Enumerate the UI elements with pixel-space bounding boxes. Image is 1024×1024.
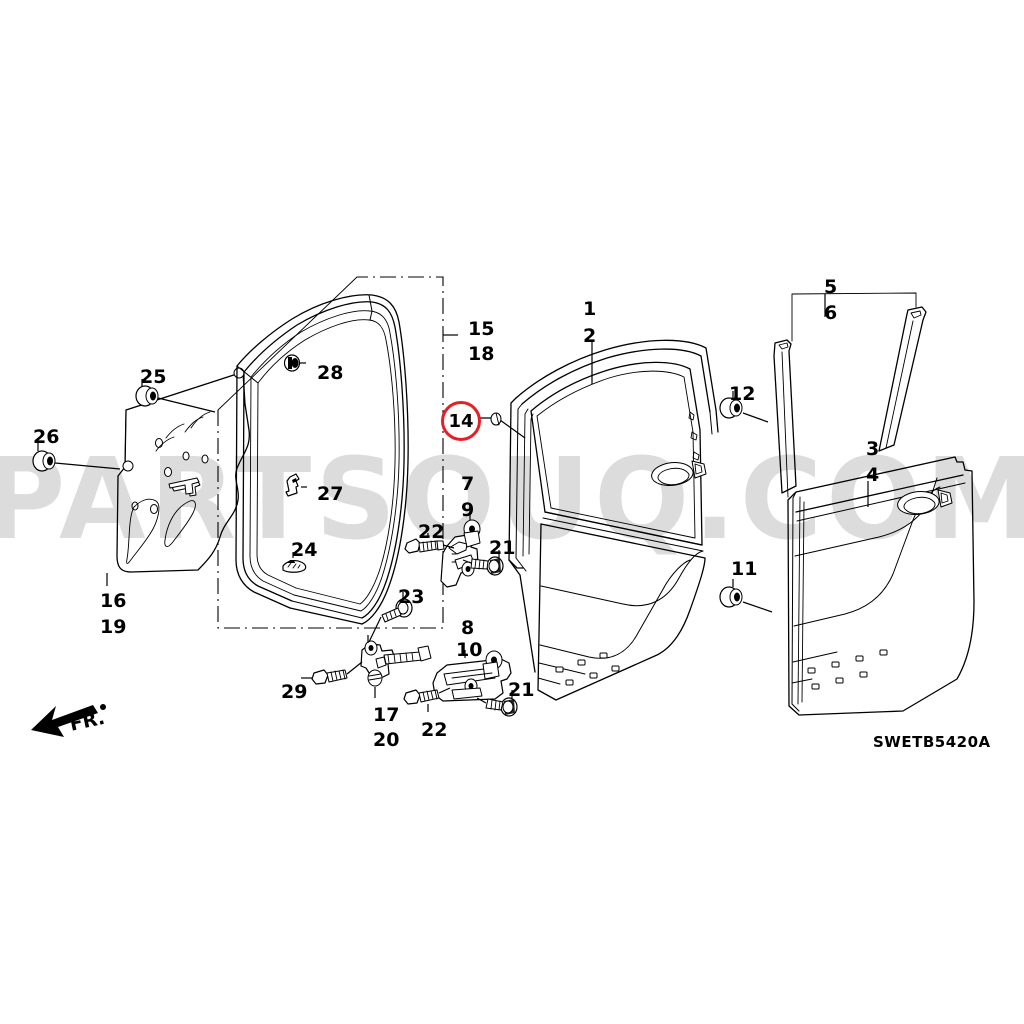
grommet-26-art — [32, 443, 121, 472]
callout-label-29: 29 — [281, 681, 308, 703]
door-checker-art — [360, 635, 432, 698]
lower-hinge-art — [432, 650, 512, 702]
bolt-29-art — [301, 661, 363, 685]
callout-label-5: 5 — [824, 276, 838, 298]
callout-label-28: 28 — [317, 362, 344, 384]
bolt-22-upper-art — [404, 533, 455, 554]
callout-label-17: 17 — [373, 704, 400, 726]
callout-label-21-lower: 21 — [508, 679, 535, 701]
bolt-23-art — [368, 592, 413, 643]
grommet-25-art — [135, 379, 216, 413]
watermark-text: PARTSOUQ.COM — [0, 435, 1024, 565]
callout-label-16: 16 — [100, 590, 127, 612]
pillar-garnish-art — [773, 292, 927, 498]
callout-label-1: 1 — [583, 298, 597, 320]
callout-label-20: 20 — [373, 729, 400, 751]
callout-label-6: 6 — [824, 302, 838, 324]
diagram-code-label: SWETB5420A — [873, 733, 991, 751]
callout-label-9: 9 — [461, 499, 475, 521]
callout-label-24: 24 — [291, 539, 318, 561]
callout-label-19: 19 — [100, 616, 127, 638]
callout-label-26: 26 — [33, 426, 60, 448]
callout-label-8: 8 — [461, 617, 475, 639]
door-hole-seal-art — [106, 367, 250, 586]
callout-label-15: 15 — [468, 318, 495, 340]
callout-label-22-lower: 22 — [421, 719, 448, 741]
callout-label-11: 11 — [731, 558, 758, 580]
front-direction-arrow-icon — [31, 704, 106, 737]
clip-27-art — [285, 473, 307, 497]
callout-badge-14[interactable]: 14 — [441, 401, 481, 441]
door-skin-handle-art — [897, 489, 953, 515]
callout-label-7: 7 — [461, 473, 475, 495]
upper-hinge-art — [440, 510, 481, 588]
grommet-11-art — [719, 579, 773, 613]
door-skin-art — [787, 456, 975, 716]
callout-label-4: 4 — [866, 464, 880, 486]
door-handle-art — [651, 460, 707, 486]
grommet-12-art — [719, 391, 769, 423]
bolt-22-lower-art — [403, 687, 451, 712]
bolt-21-upper-art — [462, 550, 504, 576]
weatherstrip-bounding-box — [217, 276, 458, 629]
callout-label-2: 2 — [583, 325, 597, 347]
callout-label-21-upper: 21 — [489, 537, 516, 559]
clip-24-art — [282, 552, 307, 573]
callout-label-12: 12 — [729, 383, 756, 405]
callout-label-23: 23 — [398, 586, 425, 608]
callout-label-10: 10 — [456, 639, 483, 661]
callout-label-18: 18 — [468, 343, 495, 365]
callout-label-22-upper: 22 — [418, 521, 445, 543]
clip-28-art — [283, 354, 306, 372]
door-panel-art — [508, 339, 719, 701]
door-weatherstrip-art — [235, 294, 409, 625]
callout-label-3: 3 — [866, 438, 880, 460]
callout-label-25: 25 — [140, 366, 167, 388]
callout-label-27: 27 — [317, 483, 344, 505]
bolt-21-lower-art — [476, 690, 518, 717]
